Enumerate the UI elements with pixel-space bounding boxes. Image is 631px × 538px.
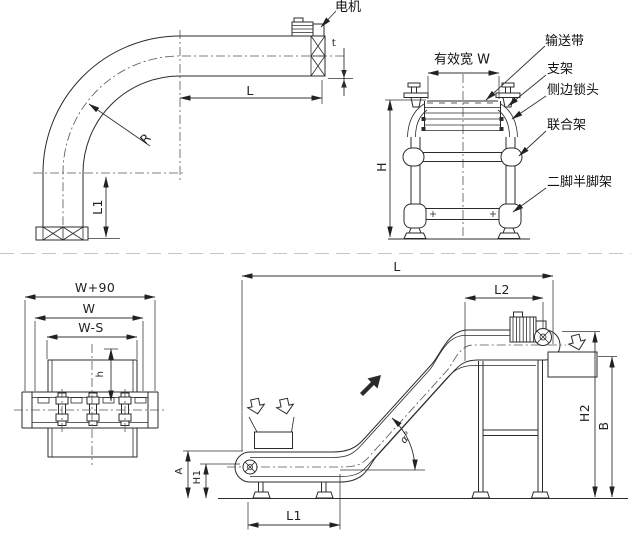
callout-leg-frame: 二脚半脚架 [547, 175, 613, 190]
lower-guard [47, 427, 138, 458]
tail-flange [35, 226, 89, 241]
head-end-brace [310, 35, 326, 77]
tail-feet [252, 481, 334, 499]
dim-label-L2: L2 [494, 281, 510, 297]
dim-label-L-top: L [246, 82, 254, 98]
front-view [385, 45, 547, 240]
conveyor-body [234, 329, 561, 483]
discharge-arrow-icon [567, 333, 587, 351]
dim-ws [46, 334, 138, 359]
dim-w [34, 315, 144, 391]
dim-label-B: B [595, 421, 611, 431]
joint-frame-right [500, 147, 523, 167]
dim-L-side [241, 273, 554, 451]
dim-L-top [179, 80, 323, 104]
dim-h [104, 348, 118, 402]
head-pulley [534, 328, 552, 346]
callout-belt: 输送带 [545, 34, 585, 49]
dim-L1-side [247, 474, 341, 530]
dim-label-effective-width: 有效宽 W [434, 52, 490, 68]
dim-w90 [24, 294, 156, 391]
dim-A [183, 450, 243, 499]
dim-label-L1-side: L1 [286, 507, 302, 523]
dim-label-h: h [95, 370, 106, 378]
dim-t [328, 48, 353, 96]
side-view [183, 273, 628, 530]
upper-guard [47, 359, 138, 393]
curved-conveyor-view [33, 10, 353, 241]
callout-leaders [485, 45, 547, 213]
belt-frame [421, 100, 504, 131]
stand-frame [471, 360, 550, 499]
dim-label-ws: W-S [78, 319, 104, 335]
callout-side-lock: 侧边锁头 [547, 83, 600, 98]
belt-clamps [55, 392, 132, 426]
tail-pulley [242, 459, 258, 475]
dim-B [598, 356, 617, 498]
motor-leader [320, 10, 337, 28]
callout-joint-frame: 联合架 [547, 118, 587, 133]
dim-L2 [464, 295, 544, 361]
dim-label-A: A [174, 467, 185, 475]
dim-H [385, 99, 426, 238]
feed-arrow-left-icon [246, 397, 266, 415]
callout-bracket: 支架 [547, 62, 574, 77]
dim-H1 [200, 463, 240, 499]
cross-section-view [14, 294, 166, 465]
dim-angle [340, 417, 425, 471]
leg-block-left [403, 203, 427, 229]
dim-R-leader [88, 103, 151, 147]
stand-legs [402, 137, 523, 239]
motor-icon [291, 17, 325, 37]
feed-hopper [248, 416, 295, 449]
dim-label-H2: H2 [576, 403, 592, 423]
dim-L1-top [88, 176, 120, 239]
dim-label-H1: H1 [192, 469, 203, 485]
collection-box [547, 351, 598, 378]
direction-arrow-icon [360, 375, 381, 396]
dim-label-H: H [373, 162, 389, 172]
dim-effective-width [427, 70, 500, 99]
dim-label-L1-top: L1 [89, 199, 105, 215]
feed-arrow-right-icon [275, 397, 295, 415]
bracket-left [407, 103, 428, 138]
dim-H2 [562, 331, 600, 498]
dim-label-w: W [82, 300, 96, 316]
leg-block-right [498, 203, 522, 229]
dim-label-t: t [331, 38, 337, 49]
dim-label-w90: W+90 [74, 279, 116, 295]
dim-label-L-side: L [393, 258, 401, 274]
side-lock-right [495, 82, 521, 108]
joint-frame-left [402, 147, 425, 167]
label-motor: 电机 [335, 0, 362, 15]
